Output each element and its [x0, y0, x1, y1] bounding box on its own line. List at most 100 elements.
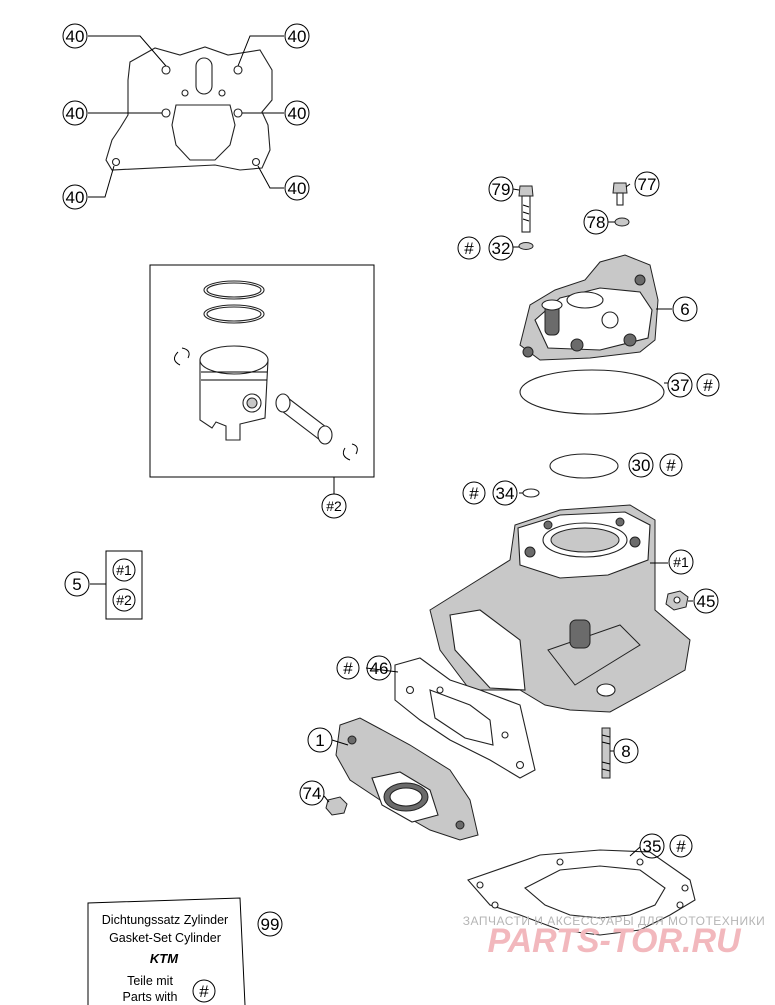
svg-text:1: 1: [315, 731, 324, 750]
watermark-logo: PARTS-TOR.RU: [487, 922, 742, 960]
callout-35[interactable]: 35: [639, 833, 665, 859]
svg-text:34: 34: [496, 484, 515, 503]
svg-text:45: 45: [697, 592, 716, 611]
svg-text:5: 5: [72, 575, 81, 594]
svg-text:46: 46: [370, 659, 389, 678]
svg-text:#: #: [343, 659, 353, 678]
callout-40[interactable]: 40: [62, 23, 88, 49]
callout-37[interactable]: 37: [667, 372, 693, 398]
callout-30[interactable]: 30: [628, 452, 654, 478]
leader-1: [331, 739, 349, 746]
callout-hash[interactable]: #: [659, 453, 683, 477]
piston-kit-frame: [149, 264, 375, 478]
svg-text:#: #: [676, 837, 686, 856]
cylinder: [429, 504, 691, 713]
nut-45-hole: [673, 596, 681, 604]
callout-40[interactable]: 40: [62, 100, 88, 126]
o-ring-34: [522, 488, 540, 498]
callout-hash[interactable]: #: [462, 481, 486, 505]
leader-46: [365, 667, 399, 673]
callout-45[interactable]: 45: [693, 588, 719, 614]
exhaust-flange-1: [335, 717, 479, 841]
svg-text:40: 40: [288, 104, 307, 123]
svg-text:99: 99: [261, 915, 280, 934]
head-bolt-79: [518, 185, 534, 233]
kit-title-de: Dichtungssatz Zylinder: [102, 913, 228, 927]
callout-34[interactable]: 34: [492, 480, 518, 506]
cylinder-o-ring-30: [549, 453, 619, 479]
callout-99[interactable]: 99: [257, 911, 283, 937]
gasket-kit-card: Dichtungssatz Zylinder Gasket-Set Cylind…: [87, 897, 246, 1005]
leader-lines-bolts: [512, 183, 631, 248]
callout-hash[interactable]: #: [457, 236, 481, 260]
svg-text:#: #: [464, 239, 474, 258]
callout-hash[interactable]: #: [696, 373, 720, 397]
leader-35: [629, 846, 641, 857]
piston-rings: [203, 280, 265, 324]
piston-pin: [275, 393, 333, 445]
circlip-right: [342, 443, 358, 461]
svg-text:74: 74: [303, 784, 322, 803]
head-o-ring-37: [519, 369, 665, 415]
callout-40[interactable]: 40: [284, 175, 310, 201]
callout-6[interactable]: 6: [672, 296, 698, 322]
svg-text:37: 37: [671, 376, 690, 395]
callout-1[interactable]: 1: [307, 727, 333, 753]
base-gasket-35: [467, 849, 696, 936]
callouts: 40 40 40 40 40 40 79 77 78 # 32 6 37 # #…: [62, 23, 720, 1003]
circlip-left: [174, 347, 190, 366]
svg-text:40: 40: [66, 188, 85, 207]
svg-text:#2: #2: [326, 498, 342, 514]
callout-46[interactable]: 46: [366, 655, 392, 681]
svg-text:40: 40: [288, 179, 307, 198]
callout-40[interactable]: 40: [284, 23, 310, 49]
svg-text:#1: #1: [673, 554, 689, 570]
callout-74[interactable]: 74: [299, 780, 325, 806]
svg-text:30: 30: [632, 456, 651, 475]
callout-hash[interactable]: #: [336, 656, 360, 680]
svg-text:32: 32: [492, 239, 511, 258]
callout-hash2[interactable]: #2: [321, 493, 347, 519]
washer-78: [614, 217, 630, 227]
svg-text:40: 40: [66, 27, 85, 46]
svg-text:#: #: [199, 982, 209, 1001]
svg-text:40: 40: [66, 104, 85, 123]
kit-parts-de: Teile mit: [127, 974, 173, 988]
stud-8: [601, 727, 611, 779]
cylinder-head: [519, 254, 659, 361]
svg-text:35: 35: [643, 837, 662, 856]
callout-77[interactable]: 77: [634, 171, 660, 197]
nut-74: [325, 796, 348, 816]
svg-text:40: 40: [288, 27, 307, 46]
exhaust-flange-gasket: [105, 46, 273, 171]
kit-parts-en: Parts with: [123, 990, 178, 1004]
kit-title-en: Gasket-Set Cylinder: [109, 931, 221, 945]
callout-hash1[interactable]: #1: [668, 549, 694, 575]
callout-5[interactable]: 5: [64, 571, 90, 597]
kit-hash-badge[interactable]: #: [192, 979, 216, 1003]
svg-text:79: 79: [492, 180, 511, 199]
callout-78[interactable]: 78: [583, 209, 609, 235]
kit-5-frame: [105, 550, 143, 620]
callout-79[interactable]: 79: [488, 176, 514, 202]
exhaust-gasket-46: [394, 657, 536, 779]
svg-text:8: 8: [621, 742, 630, 761]
callout-hash[interactable]: #: [669, 834, 693, 858]
callout-5-hash2[interactable]: #2: [112, 588, 136, 612]
callout-5-hash1[interactable]: #1: [112, 558, 136, 582]
screw-77: [612, 182, 628, 206]
callout-40[interactable]: 40: [284, 100, 310, 126]
svg-text:KTM: KTM: [150, 951, 179, 966]
washer-32: [518, 242, 534, 250]
callout-32[interactable]: 32: [488, 235, 514, 261]
callout-8[interactable]: 8: [613, 738, 639, 764]
svg-text:#2: #2: [116, 592, 132, 608]
svg-text:78: 78: [587, 213, 606, 232]
svg-text:#: #: [469, 484, 479, 503]
leader-lines-40: [88, 35, 284, 198]
callout-40[interactable]: 40: [62, 184, 88, 210]
svg-text:#1: #1: [116, 562, 132, 578]
svg-text:77: 77: [638, 175, 657, 194]
svg-text:6: 6: [680, 300, 689, 319]
